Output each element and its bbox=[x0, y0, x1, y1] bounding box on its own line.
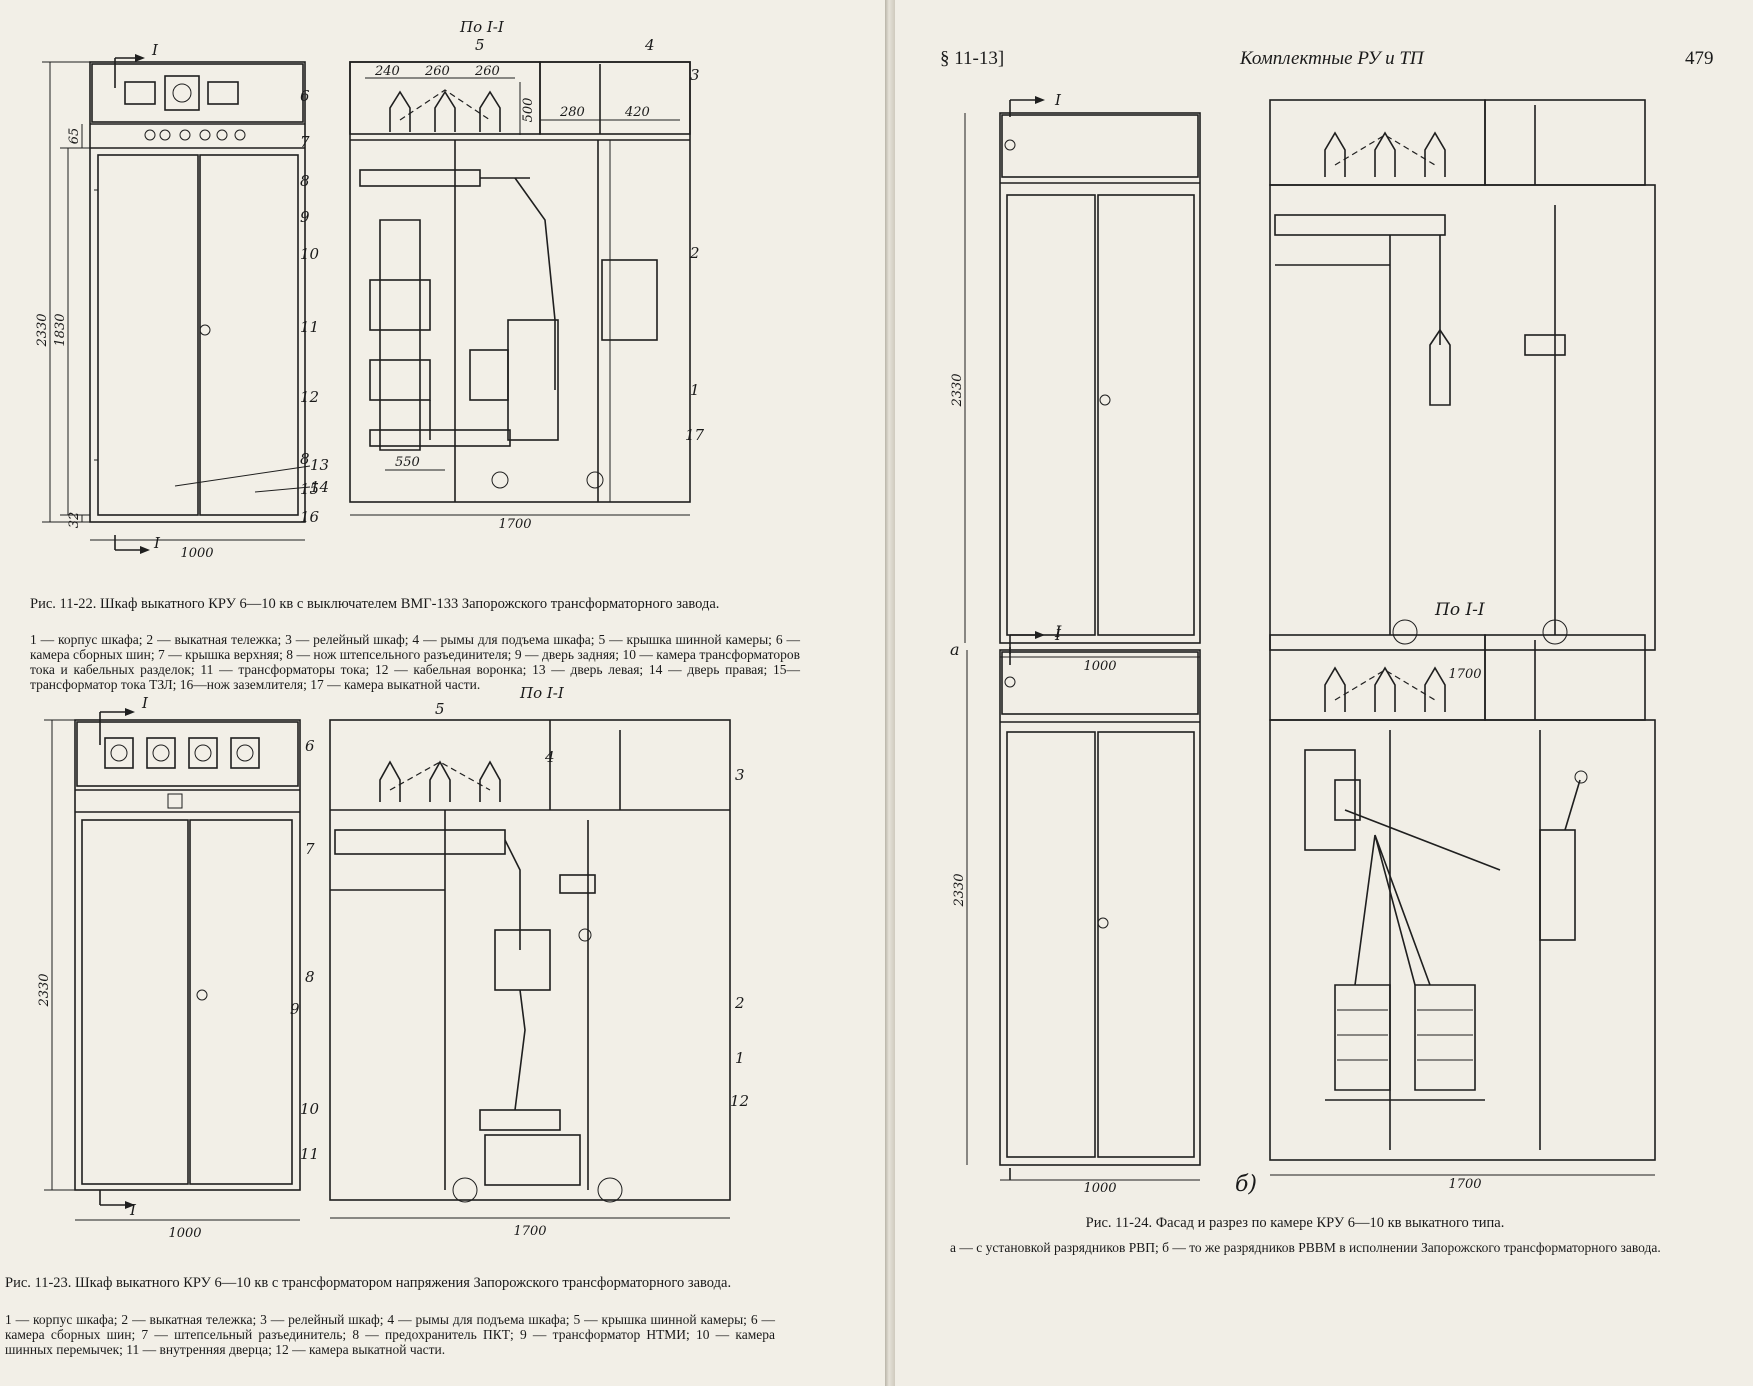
fig-11-23-callout-6: 6 bbox=[305, 737, 315, 755]
fig-11-22-dim-280: 280 bbox=[559, 105, 585, 120]
callout-7: 7 bbox=[300, 133, 310, 151]
fig-11-23-dim-height-total: 2330 bbox=[37, 973, 52, 1007]
fig-11-22-dim-width-side: 1700 bbox=[498, 517, 531, 532]
fig-11-22-section-label: По I-I bbox=[459, 18, 505, 36]
callout-6: 6 bbox=[300, 87, 310, 105]
fig-11-23-callout-8: 8 bbox=[305, 968, 315, 986]
fig-11-22-dim-bottom: 32 bbox=[67, 512, 82, 529]
fig-11-22-dim-550: 550 bbox=[395, 455, 420, 470]
running-header-title: Комплектные РУ и ТП bbox=[1240, 48, 1424, 69]
fig-11-22-dim-height-door: 1830 bbox=[53, 313, 68, 346]
fig-11-24b-dim-width-side: 1700 bbox=[1448, 1177, 1481, 1192]
fig-11-24a-cut-mark-bottom: I bbox=[1055, 622, 1062, 641]
fig-11-24-legend: а — с установкой разрядников РВП; б — то… bbox=[950, 1240, 1661, 1255]
fig-11-24a-section-view: 1700 bbox=[1269, 99, 1656, 682]
callout-12: 12 bbox=[300, 388, 320, 406]
fig-11-23-dim-width-front: 1000 bbox=[168, 1226, 201, 1241]
callout-15: 15 bbox=[300, 480, 320, 498]
fig-11-22-cut-mark-bottom: I bbox=[153, 534, 161, 552]
fig-11-22-cut-mark-top: I bbox=[151, 41, 159, 59]
fig-11-24b-dim-height: 2330 bbox=[952, 873, 967, 907]
callout-11: 11 bbox=[300, 318, 320, 336]
callout-4: 4 bbox=[644, 36, 655, 54]
fig-11-23-callout-10: 10 bbox=[300, 1100, 320, 1118]
fig-11-23-legend: 1 — корпус шкафа; 2 — выкатная тележка; … bbox=[5, 1312, 775, 1357]
fig-11-22-dim-260a: 260 bbox=[424, 64, 450, 79]
right-page: § 11-13] Комплектные РУ и ТП 479 2330 10… bbox=[895, 0, 1753, 1386]
fig-11-23-callout-4: 4 bbox=[544, 748, 555, 766]
fig-11-23-section-label: По I-I bbox=[519, 684, 565, 702]
fig-11-23-callout-12: 12 bbox=[730, 1092, 749, 1110]
fig-11-22-dim-height-total: 2330 bbox=[35, 313, 50, 347]
fig-11-22-front-view: 2330 1830 65 32 1000 I I 13 14 bbox=[35, 41, 329, 561]
fig-11-23-section-view: По I-I 1700 5 4 3 2 1 12 bbox=[329, 684, 749, 1239]
callout-14: 14 bbox=[310, 478, 329, 496]
fig-11-24-variant-a: а bbox=[950, 640, 960, 659]
book-spine bbox=[885, 0, 895, 1386]
fig-11-22-dim-260b: 260 bbox=[474, 64, 500, 79]
fig-11-23-callouts-left: 6 7 8 9 10 11 bbox=[285, 737, 325, 1163]
fig-11-23-callout-5: 5 bbox=[435, 700, 445, 718]
callout-2: 2 bbox=[689, 244, 700, 262]
fig-11-22-dim-top: 65 bbox=[67, 128, 82, 145]
fig-11-24b-section-view: 1700 bbox=[1269, 634, 1656, 1192]
fig-11-24a-front-view: 2330 1000 I bbox=[950, 91, 1201, 674]
fig-11-24a-dim-width-side: 1700 bbox=[1448, 667, 1481, 682]
fig-11-24b-dim-width-front: 1000 bbox=[1083, 1181, 1116, 1196]
callout-8: 8 bbox=[300, 172, 310, 190]
callout-1: 1 bbox=[690, 381, 700, 399]
fig-11-23-cut-mark-bottom: I bbox=[129, 1201, 137, 1219]
callout-17: 17 bbox=[685, 426, 705, 444]
fig-11-24a-cut-mark: I bbox=[1054, 91, 1062, 109]
left-page: 2330 1830 65 32 1000 I I 13 14 bbox=[5, 18, 800, 1357]
fig-11-24a-dim-width-front: 1000 bbox=[1083, 659, 1116, 674]
fig-11-24-variant-b: б) bbox=[1235, 1172, 1258, 1197]
callout-16: 16 bbox=[300, 508, 320, 526]
fig-11-22-legend: 1 — корпус шкафа; 2 — выкатная тележка; … bbox=[30, 632, 800, 692]
fig-11-22-section-view: По I-I 240 260 260 500 280 420 550 1700 … bbox=[349, 18, 705, 532]
callout-9: 9 bbox=[300, 208, 310, 226]
fig-11-23-front-view: 2330 1000 I I bbox=[37, 694, 301, 1241]
fig-11-24-caption: Рис. 11-24. Фасад и разрез по камере КРУ… bbox=[1085, 1215, 1505, 1231]
callout-3: 3 bbox=[690, 66, 700, 84]
fig-11-22-dim-420: 420 bbox=[624, 105, 650, 120]
fig-11-23-caption: Рис. 11-23. Шкаф выкатного КРУ 6—10 кв с… bbox=[5, 1275, 732, 1291]
fig-11-22-dim-width-front: 1000 bbox=[180, 546, 213, 561]
callout-8b: 8 bbox=[300, 450, 310, 468]
fig-11-24a-dim-height: 2330 bbox=[950, 373, 965, 407]
fig-11-23-callout-7: 7 bbox=[305, 840, 315, 858]
fig-11-23-callout-3: 3 bbox=[735, 766, 745, 784]
fig-11-23-callout-2: 2 bbox=[734, 994, 745, 1012]
fig-11-23-cut-mark-top: I bbox=[141, 694, 149, 712]
callout-10: 10 bbox=[300, 245, 320, 263]
fig-11-22-dim-240: 240 bbox=[374, 64, 400, 79]
fig-11-23-callout-11: 11 bbox=[300, 1145, 320, 1163]
fig-11-23-dim-width-side: 1700 bbox=[513, 1224, 546, 1239]
fig-11-24b-cut-mark: I bbox=[1054, 626, 1062, 644]
fig-11-24b-front-view: 2330 1000 I bbox=[952, 626, 1201, 1196]
fig-11-22-dim-500: 500 bbox=[521, 98, 536, 123]
running-header-section: § 11-13] bbox=[940, 48, 1005, 69]
callout-13: 13 bbox=[310, 456, 329, 474]
page-number: 479 bbox=[1685, 48, 1714, 69]
callout-5: 5 bbox=[475, 36, 485, 54]
fig-11-24b-section-label: По I-I bbox=[1435, 600, 1485, 620]
fig-11-23-callout-9: 9 bbox=[290, 1000, 300, 1018]
fig-11-22-caption: Рис. 11-22. Шкаф выкатного КРУ 6—10 кв с… bbox=[30, 596, 720, 612]
fig-11-22-callouts-left: 6 7 8 9 10 11 12 8 15 16 bbox=[300, 87, 340, 530]
fig-11-23-callout-1: 1 bbox=[735, 1049, 745, 1067]
